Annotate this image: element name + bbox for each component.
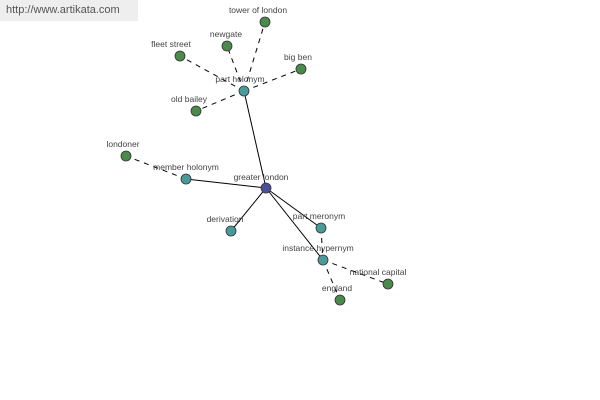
node-big-ben[interactable]	[295, 63, 307, 75]
edge-center-part-holonym	[243, 90, 267, 189]
edge-part-holonym-newgate	[226, 45, 245, 92]
edge-center-derivation	[230, 187, 267, 232]
label-instance-hypernym: instance hypernym	[282, 243, 353, 253]
node-old-bailey[interactable]	[190, 105, 202, 117]
edge-center-member-holonym	[185, 178, 267, 189]
graph-edges	[125, 21, 389, 301]
label-big-ben: big ben	[284, 52, 312, 62]
node-greater-london[interactable]	[260, 182, 272, 194]
edge-center-instance-hypernym	[265, 187, 324, 261]
node-newgate[interactable]	[221, 40, 233, 52]
node-part-holonym[interactable]	[238, 85, 250, 97]
node-member-holonym[interactable]	[180, 173, 192, 185]
label-greater-london: greater london	[234, 172, 289, 182]
label-part-meronym: part meronym	[293, 211, 345, 221]
node-derivation[interactable]	[225, 225, 237, 237]
label-derivation: derivation	[207, 214, 244, 224]
node-instance-hypernym[interactable]	[317, 254, 329, 266]
edge-instance-hypernym-national-capital	[322, 259, 389, 285]
site-url-link[interactable]: http://www.artikata.com	[0, 0, 138, 21]
label-londoner: londoner	[106, 139, 139, 149]
label-fleet-street: fleet street	[151, 39, 191, 49]
node-londoner[interactable]	[120, 150, 132, 162]
node-part-meronym[interactable]	[315, 222, 327, 234]
edge-member-holonym-londoner	[125, 155, 187, 180]
edge-part-holonym-big-ben	[243, 68, 302, 92]
node-fleet-street[interactable]	[174, 50, 186, 62]
label-member-holonym: member holonym	[153, 162, 219, 172]
label-tower-of-london: tower of london	[229, 5, 287, 15]
label-newgate: newgate	[210, 29, 242, 39]
edge-part-holonym-old-bailey	[195, 90, 245, 112]
node-tower-of-london[interactable]	[259, 16, 271, 28]
label-old-bailey: old bailey	[171, 94, 208, 104]
label-national-capital: national capital	[350, 267, 407, 277]
graph-labels: greater london part holonym member holon…	[106, 5, 406, 293]
edge-part-holonym-fleet-street	[179, 55, 245, 92]
node-england[interactable]	[334, 294, 346, 306]
label-england: england	[322, 283, 353, 293]
node-national-capital[interactable]	[382, 278, 394, 290]
edge-center-part-meronym	[265, 187, 322, 229]
edge-part-holonym-tower-of-london	[243, 21, 266, 92]
label-part-holonym: part holonym	[215, 74, 264, 84]
edge-instance-hypernym-england	[322, 259, 341, 301]
graph-nodes	[120, 16, 394, 306]
